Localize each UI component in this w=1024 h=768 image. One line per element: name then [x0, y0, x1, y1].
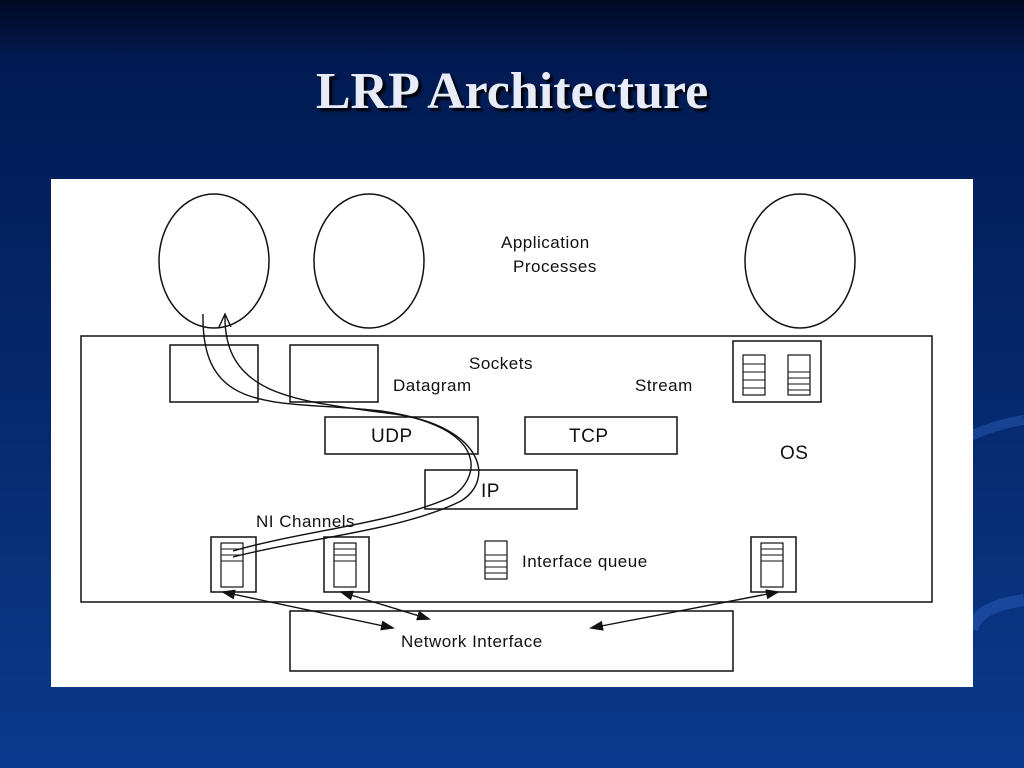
- ni-channels-label: NI Channels: [256, 512, 355, 531]
- ip-box: [424, 469, 578, 510]
- application-label: Application: [501, 233, 590, 252]
- application-process-2: [313, 193, 425, 329]
- arrow-ni1-network: [221, 589, 395, 631]
- sockets-label: Sockets: [469, 354, 533, 373]
- packet-path-arrowhead: [218, 312, 232, 328]
- ni-channel-2: [323, 536, 370, 593]
- tcp-box: [524, 416, 678, 455]
- stream-label: Stream: [635, 376, 693, 395]
- processes-label: Processes: [513, 257, 597, 276]
- architecture-diagram: Application Processes Sockets Datagram S…: [51, 179, 973, 687]
- packet-path-outer: [202, 313, 472, 552]
- application-process-1: [158, 193, 270, 329]
- network-interface-label: Network Interface: [401, 632, 543, 651]
- ni-channel-3: [750, 536, 797, 593]
- tcp-label: TCP: [569, 426, 609, 447]
- slide-title: LRP Architecture: [315, 63, 709, 120]
- application-process-3: [744, 193, 856, 329]
- udp-box: [324, 416, 479, 455]
- interface-queue-label: Interface queue: [522, 552, 648, 571]
- network-interface-box: [289, 610, 734, 672]
- os-label: OS: [780, 443, 808, 464]
- ip-label: IP: [481, 481, 500, 502]
- arrow-ni2-network: [339, 590, 431, 621]
- ni-channel-1: [210, 536, 257, 593]
- os-box: [80, 335, 933, 603]
- arrow-ni3-network: [589, 589, 780, 631]
- udp-label: UDP: [371, 426, 413, 447]
- datagram-socket-2: [289, 344, 379, 403]
- packet-path-inner: [224, 313, 480, 558]
- datagram-socket-1: [169, 344, 259, 403]
- datagram-label: Datagram: [393, 376, 472, 395]
- stream-socket: [732, 340, 822, 403]
- interface-queue-icon: [484, 540, 508, 580]
